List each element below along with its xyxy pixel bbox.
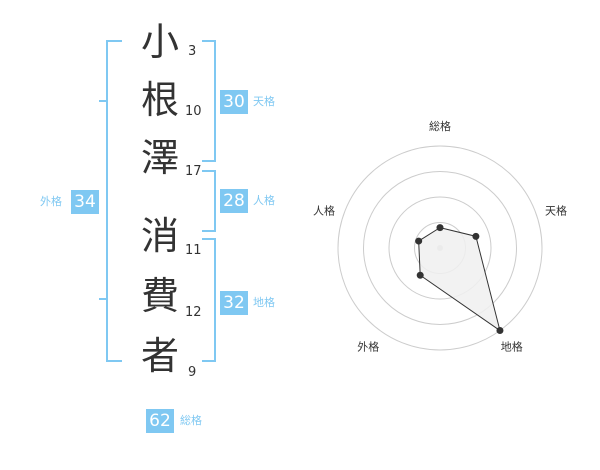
gaikaku-label: 外格 — [40, 195, 62, 208]
stroke-count-2: 10 — [185, 104, 202, 119]
chikaku-bracket — [202, 238, 216, 362]
chikaku-label: 地格 — [253, 296, 275, 309]
radar-point-3 — [496, 327, 504, 335]
name-char-2: 根 — [140, 78, 179, 122]
radar-point-1 — [436, 224, 444, 232]
soukaku-value: 62 — [146, 409, 174, 433]
jinkaku-value: 28 — [220, 189, 248, 213]
soukaku-label: 総格 — [180, 414, 202, 427]
radar-ring-3 — [363, 171, 517, 325]
radar-axis-label-5: 人格 — [313, 203, 335, 217]
gaikaku-value: 34 — [71, 190, 99, 214]
radar-axis-label-2: 天格 — [545, 203, 567, 217]
radar-point-2 — [472, 232, 480, 240]
gaikaku-tick-upper — [99, 100, 108, 102]
stroke-count-5: 12 — [185, 305, 202, 320]
stroke-count-4: 11 — [185, 243, 202, 258]
radar-axis-label-3: 地格 — [501, 340, 523, 354]
gaikaku-bracket — [106, 40, 122, 362]
name-char-6: 者 — [140, 334, 179, 378]
radar-ring-4 — [337, 145, 543, 351]
radar-axis-label-4: 外格 — [357, 340, 379, 354]
tenkaku-bracket — [202, 40, 216, 162]
tenkaku-label: 天格 — [253, 95, 275, 108]
stroke-count-6: 9 — [188, 365, 197, 380]
radar-point-4 — [416, 271, 424, 279]
name-char-5: 費 — [140, 274, 179, 318]
radar-area — [418, 227, 501, 332]
chikaku-value: 32 — [220, 291, 248, 315]
gaikaku-tick-lower — [99, 298, 108, 300]
radar-axis-label-1: 総格 — [429, 119, 451, 133]
jinkaku-bracket — [202, 170, 216, 232]
radar-point-5 — [415, 237, 423, 245]
stroke-count-1: 3 — [188, 44, 197, 59]
stroke-count-3: 17 — [185, 164, 202, 179]
radar-ring-2 — [388, 196, 492, 300]
name-char-3: 澤 — [140, 136, 179, 180]
name-char-1: 小 — [140, 20, 179, 64]
tenkaku-value: 30 — [220, 90, 248, 114]
jinkaku-label: 人格 — [253, 194, 275, 207]
kakusu-diagram: 小 根 澤 消 費 者 3 10 17 11 12 9 30 天格 28 人格 … — [40, 20, 275, 433]
radar-points — [415, 224, 504, 335]
name-char-4: 消 — [140, 214, 179, 258]
